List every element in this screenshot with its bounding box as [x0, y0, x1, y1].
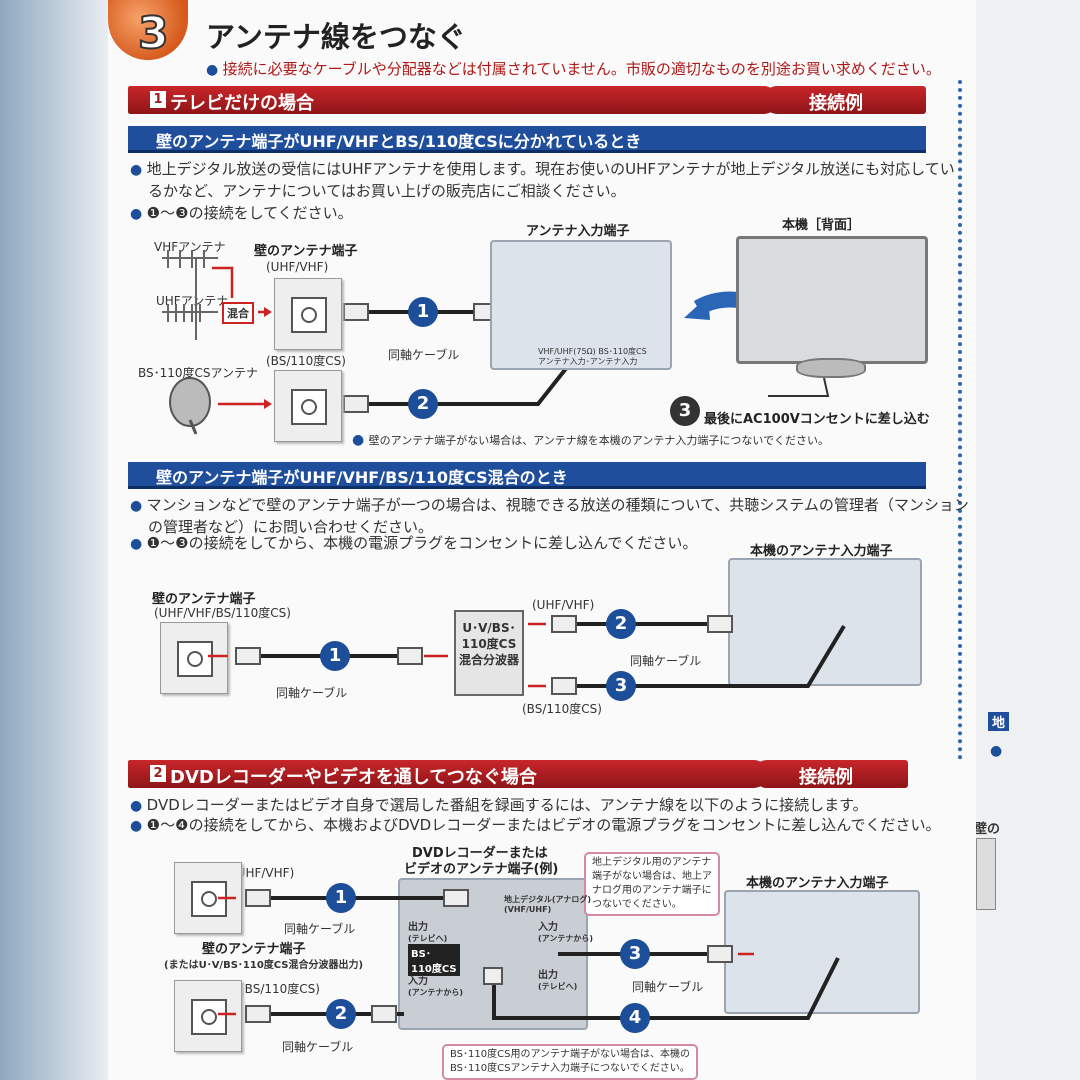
column-divider — [958, 80, 962, 760]
s2-cables — [218, 889, 840, 1023]
bs-cs-label: (BS/110度CS) — [266, 354, 346, 368]
panel-labels-2: アンテナ入力･アンテナ入力 — [538, 357, 638, 366]
panel-labels: VHF/UHF(75Ω) BS･110度CS — [538, 347, 647, 356]
dvd-title-2: ビデオのアンテナ端子(例) — [404, 862, 559, 877]
sub2-note2: ● ❶〜❸の接続をしてから、本機の電源プラグをコンセントに差し込んでください。 — [130, 534, 698, 552]
sub1-footnote: ● 壁のアンテナ端子がない場合は、アンテナ線を本機のアンテナ入力端子につないでく… — [352, 432, 830, 448]
section2-note1: ● DVDレコーダーまたはビデオ自身で選局した番組を録画するには、アンテナ線を以… — [130, 796, 868, 814]
sub1-note1b: るかなど、アンテナについてはお買い上げの販売店にご相談ください。 — [148, 182, 626, 200]
sub2-wall-socket — [160, 622, 228, 694]
sub1-antennas — [162, 250, 830, 435]
mix-box: 混合 — [222, 302, 254, 324]
dvd-in-label: 入力(アンテナから) — [408, 976, 463, 997]
sub2-input-label: 本機のアンテナ入力端子 — [750, 544, 893, 559]
step-2-badge: 2 — [408, 389, 438, 419]
sub1-bar: 壁のアンテナ端子がUHF/VHFとBS/110度CSに分かれているとき — [128, 126, 926, 153]
coax-label: 同軸ケーブル — [388, 348, 460, 362]
s2-bs-label: (BS/110度CS) — [240, 982, 320, 996]
sub2-tv-panel — [728, 558, 922, 686]
dvd-out-label-2: 出力(テレビへ) — [538, 970, 578, 991]
dvd-title-1: DVDレコーダーまたは — [412, 846, 548, 861]
sub2-step-3: 3 — [606, 671, 636, 701]
sub1-note1: ● 地上デジタル放送の受信にはUHFアンテナを使用します。現在お使いのUHFアン… — [130, 160, 955, 178]
s2-step-2: 2 — [326, 999, 356, 1029]
s2-step-4: 4 — [620, 1003, 650, 1033]
s2-step-1: 1 — [326, 883, 356, 913]
tv-antenna-panel — [490, 240, 672, 370]
dvd-out-label: 出力(テレビへ) — [408, 922, 448, 943]
dvd-in-label-2: 入力(アンテナから) — [538, 922, 593, 943]
s2-input-label: 本機のアンテナ入力端子 — [746, 876, 889, 891]
page-title: アンテナ線をつなぐ — [206, 20, 466, 54]
dvd-digital-label: 地上デジタル(アナログ)(VHF/UHF) — [504, 895, 591, 914]
vhf-antenna-label: VHFアンテナ — [154, 240, 226, 254]
left-background — [0, 0, 108, 1080]
right-strip-wall — [976, 838, 996, 910]
wall-terminal-label: 壁のアンテナ端子 — [254, 244, 358, 259]
s2-coax-2: 同軸ケーブル — [282, 1040, 354, 1054]
sub2-wall-label: 壁のアンテナ端子 — [152, 592, 256, 607]
section1-example-bar: 接続例 — [763, 86, 926, 114]
sub2-bs-label: (BS/110度CS) — [522, 702, 602, 716]
sub2-step-1: 1 — [320, 641, 350, 671]
sub2-cables — [208, 615, 846, 695]
right-strip-bullet: ● — [990, 743, 1003, 759]
s2-wall-alt: (またはU･V/BS･110度CS混合分波器出力) — [164, 960, 364, 971]
sub2-note1: ● マンションなどで壁のアンテナ端子が一つの場合は、視聴できる放送の種類について… — [130, 496, 969, 514]
step-3-badge: 3 — [670, 396, 700, 426]
s2-tv-panel — [724, 890, 920, 1014]
s2-coax-1: 同軸ケーブル — [284, 922, 356, 936]
step3-label: 最後にAC100Vコンセントに差し込む — [704, 412, 930, 427]
s2-uhf-label: (UHF/VHF) — [232, 866, 295, 880]
uhf-antenna-label: UHFアンテナ — [156, 294, 229, 308]
sub2-uhf-label: (UHF/VHF) — [532, 598, 595, 612]
wall-socket-uhf — [274, 278, 342, 350]
bs-antenna-label: BS･110度CSアンテナ — [138, 366, 259, 380]
sub2-wall-type: (UHF/VHF/BS/110度CS) — [154, 606, 291, 620]
sub1-note2: ● ❶〜❸の接続をしてください。 — [130, 204, 353, 222]
right-background: 地 ● 壁の — [974, 0, 1080, 1080]
right-strip-bar: 地 — [988, 712, 1010, 731]
callout-digital: 地上デジタル用のアンテナ端子がない場合は、地上アナログ用のアンテナ端子につないで… — [584, 852, 720, 916]
section2-example-bar: 接続例 — [753, 760, 908, 788]
sub2-bar: 壁のアンテナ端子がUHF/VHF/BS/110度CS混合のとき — [128, 462, 926, 489]
sub2-coax-2: 同軸ケーブル — [630, 654, 702, 668]
uhf-vhf-label: (UHF/VHF) — [266, 260, 329, 274]
sub2-coax-1: 同軸ケーブル — [276, 686, 348, 700]
s2-wall-label: 壁のアンテナ端子 — [202, 942, 306, 957]
sub2-note1b: の管理者など）にお問い合わせください。 — [148, 518, 434, 536]
s2-wall-bs — [174, 980, 242, 1052]
s2-coax-3: 同軸ケーブル — [632, 980, 704, 994]
sub2-step-2: 2 — [606, 609, 636, 639]
section2-note2: ● ❶〜❹の接続をしてから、本機およびDVDレコーダーまたはビデオの電源プラグを… — [130, 816, 941, 834]
body-rear-label: 本機［背面］ — [782, 218, 861, 233]
right-strip-label: 壁の — [974, 822, 1001, 837]
input-terminal-label: アンテナ入力端子 — [526, 224, 630, 239]
header-notice: ● 接続に必要なケーブルや分配器などは付属されていません。市販の適切なものを別途… — [206, 60, 941, 78]
tv-stand — [796, 358, 866, 378]
manual-page: 3 アンテナ線をつなぐ ● 接続に必要なケーブルや分配器などは付属されていません… — [108, 0, 976, 1080]
step-1-badge: 1 — [408, 297, 438, 327]
wall-socket-bs — [274, 370, 342, 442]
dvd-bs-label: BS･110度CS — [408, 944, 460, 976]
s2-step-3: 3 — [620, 939, 650, 969]
